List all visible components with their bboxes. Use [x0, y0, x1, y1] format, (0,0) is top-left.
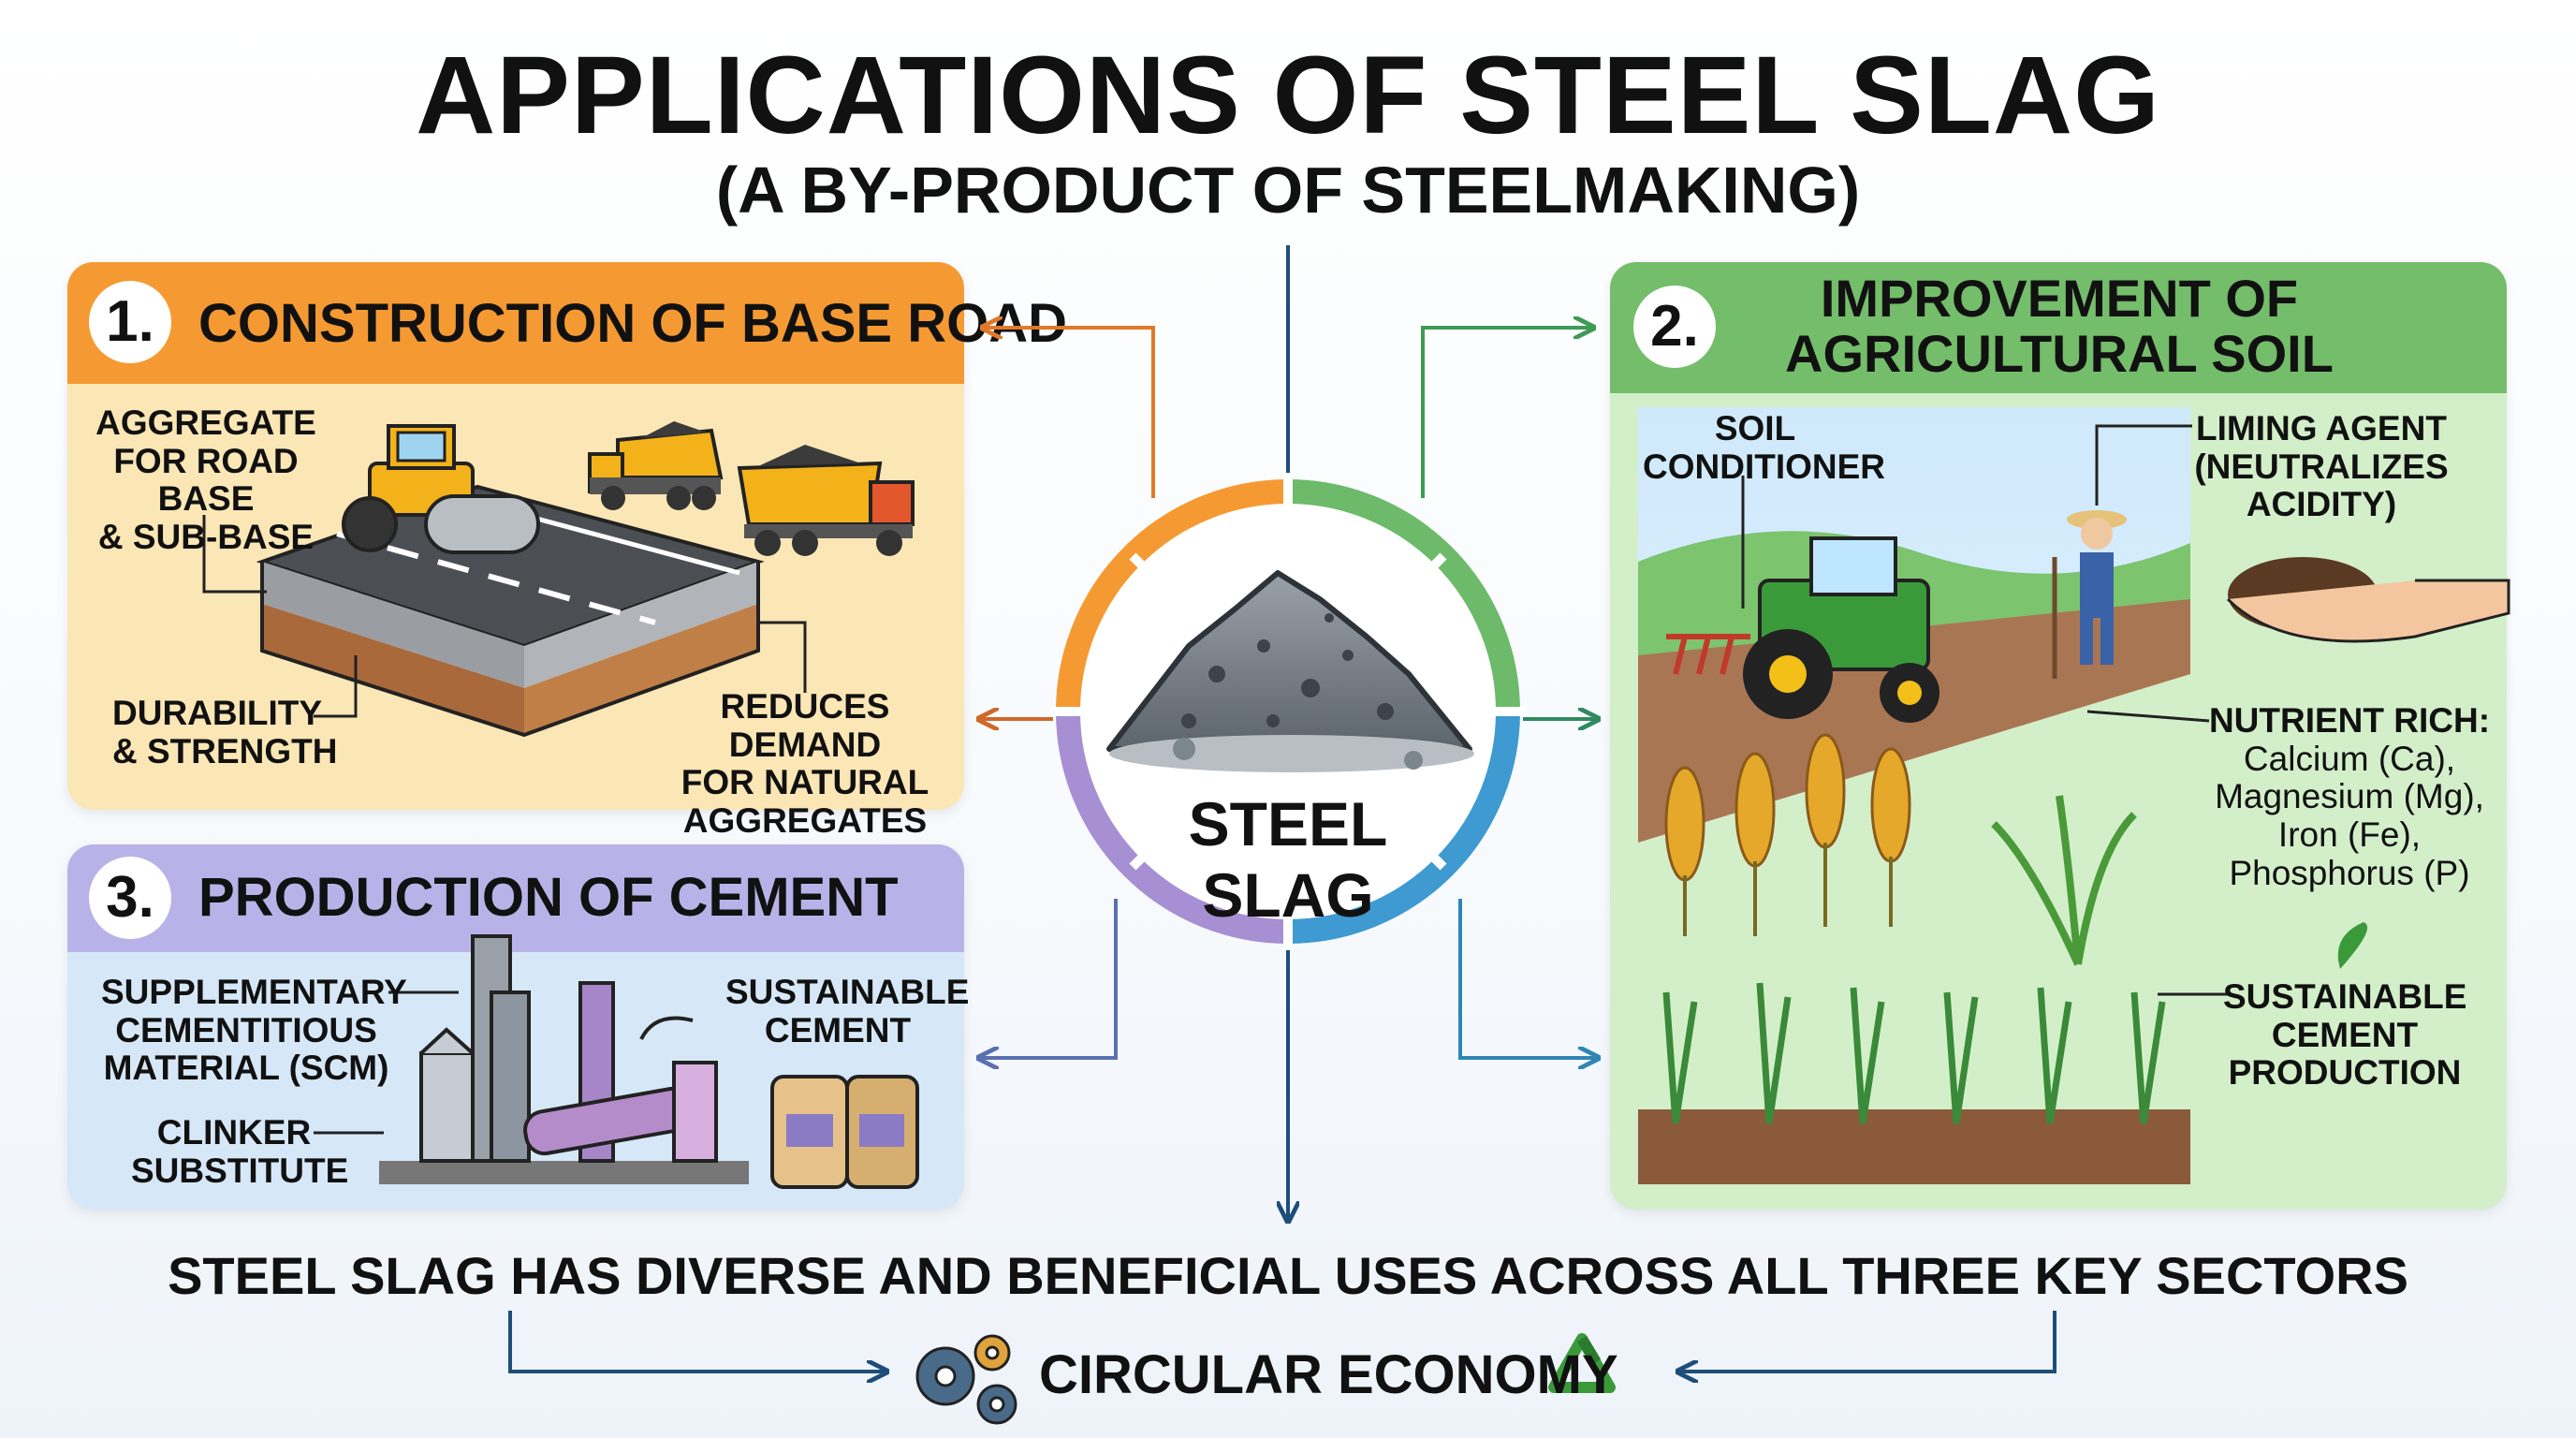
panel-agri-number: 2.	[1633, 286, 1716, 368]
arrow-to-cement	[981, 899, 1118, 1058]
cement-label-scm-line3: MATERIAL (SCM)	[103, 1049, 389, 1088]
ring-orange	[1056, 479, 1289, 712]
cement-label-sustainable: SUSTAINABLE CEMENT	[725, 973, 970, 1049]
panel-cement-title: PRODUCTION OF CEMENT	[198, 867, 899, 928]
road-label-aggregate-line1: AGGREGATE	[95, 404, 316, 442]
agri-label-sustainable: SUSTAINABLE CEMENT PRODUCTION	[2223, 977, 2467, 1093]
page-subtitle: (A BY-PRODUCT OF STEELMAKING)	[715, 154, 1861, 227]
agri-illustration	[1638, 407, 2510, 1184]
road-label-aggregate: AGGREGATE FOR ROAD BASE & SUB-BASE	[80, 404, 332, 557]
panel-cement-header	[67, 844, 964, 952]
road-label-aggregate-line2: FOR ROAD BASE	[113, 441, 299, 519]
cement-label-clinker-line1: CLINKER	[156, 1113, 312, 1152]
road-label-durability-line2: & STRENGTH	[112, 731, 338, 770]
agri-label-soil-line1: SOIL	[1714, 409, 1796, 448]
circular-arrow-left	[508, 1311, 885, 1372]
slag-pile-icon	[1106, 570, 1474, 772]
ring-purple	[1056, 711, 1289, 944]
agri-label-nutrient-line1: NUTRIENT RICH:	[2208, 701, 2491, 740]
recycle-icon	[1548, 1333, 1616, 1393]
arrow-to-agri-top	[1421, 328, 1591, 498]
panel-cement-number: 3.	[89, 857, 171, 939]
agri-label-sustainable-line1: SUSTAINABLE	[2223, 977, 2467, 1016]
agri-label-soil-line2: CONDITIONER	[1643, 447, 1885, 486]
panel-agri-header	[1610, 262, 2507, 393]
ring-blue	[1287, 711, 1520, 944]
agri-label-liming: LIMING AGENT (NEUTRALIZES ACIDITY)	[2144, 409, 2499, 524]
road-label-durability-line1: DURABILITY	[112, 694, 323, 732]
cement-illustration	[314, 934, 919, 1189]
road-illustration	[202, 421, 915, 738]
gears-icon	[915, 1334, 1017, 1425]
road-label-reduces-line1: REDUCES DEMAND	[720, 687, 890, 764]
panel-road-number: 1.	[89, 281, 171, 363]
cement-label-sustainable-line2: CEMENT	[764, 1010, 912, 1049]
panel-road-title: CONSTRUCTION OF BASE ROAD	[198, 293, 1067, 354]
arrow-to-road-top	[985, 328, 1155, 498]
circular-arrow-right	[1680, 1311, 2056, 1372]
agri-label-nutrient-line2: Calcium (Ca),	[2243, 739, 2456, 778]
agri-label-liming-line1: LIMING AGENT	[2196, 409, 2447, 448]
panel-road-header	[67, 262, 964, 384]
panel-agri-title-line1: IMPROVEMENT OF	[1820, 269, 2299, 328]
page-title: APPLICATIONS OF STEEL SLAG	[416, 34, 2160, 157]
agri-label-sustainable-line2: CEMENT	[2271, 1015, 2419, 1054]
cement-label-scm-line2: CEMENTITIOUS	[115, 1010, 377, 1049]
road-label-durability: DURABILITY & STRENGTH	[112, 694, 338, 770]
road-label-reduces: REDUCES DEMAND FOR NATURAL AGGREGATES	[660, 687, 950, 841]
agri-label-soil: SOIL CONDITIONER	[1643, 409, 1885, 486]
bottom-summary: STEEL SLAG HAS DIVERSE AND BENEFICIAL US…	[168, 1246, 2408, 1305]
road-label-reduces-line2: FOR NATURAL	[681, 763, 929, 802]
cement-label-clinker: CLINKER SUBSTITUTE	[131, 1113, 349, 1190]
agri-label-nutrient-line3: Magnesium (Mg),	[2215, 777, 2484, 816]
cement-label-clinker-line2: SUBSTITUTE	[131, 1151, 349, 1190]
agri-label-nutrient-line5: Phosphorus (P)	[2229, 853, 2470, 892]
cement-label-sustainable-line1: SUSTAINABLE	[725, 973, 970, 1011]
road-label-reduces-line3: AGGREGATES	[682, 801, 928, 841]
agri-label-sustainable-line3: PRODUCTION	[2228, 1053, 2462, 1093]
panel-agri-title: IMPROVEMENT OF AGRICULTURAL SOIL	[1722, 271, 2396, 382]
agri-label-liming-line2: (NEUTRALIZES ACIDITY)	[2194, 447, 2449, 524]
cement-label-scm-line1: SUPPLEMENTARY	[101, 973, 407, 1011]
agri-label-nutrient: NUTRIENT RICH: Calcium (Ca), Magnesium (…	[2204, 701, 2495, 892]
road-label-aggregate-line3: & SUB-BASE	[97, 518, 315, 557]
arrow-to-agri-low	[1458, 899, 1596, 1058]
cement-label-scm: SUPPLEMENTARY CEMENTITIOUS MATERIAL (SCM…	[101, 973, 407, 1088]
agri-label-nutrient-line4: Iron (Fe),	[2277, 815, 2422, 855]
circular-economy-label: CIRCULAR ECONOMY	[1039, 1344, 1618, 1405]
ring-green	[1287, 479, 1520, 712]
center-label: STEEL SLAG	[1188, 789, 1388, 930]
panel-agri-title-line2: AGRICULTURAL SOIL	[1785, 323, 2334, 383]
